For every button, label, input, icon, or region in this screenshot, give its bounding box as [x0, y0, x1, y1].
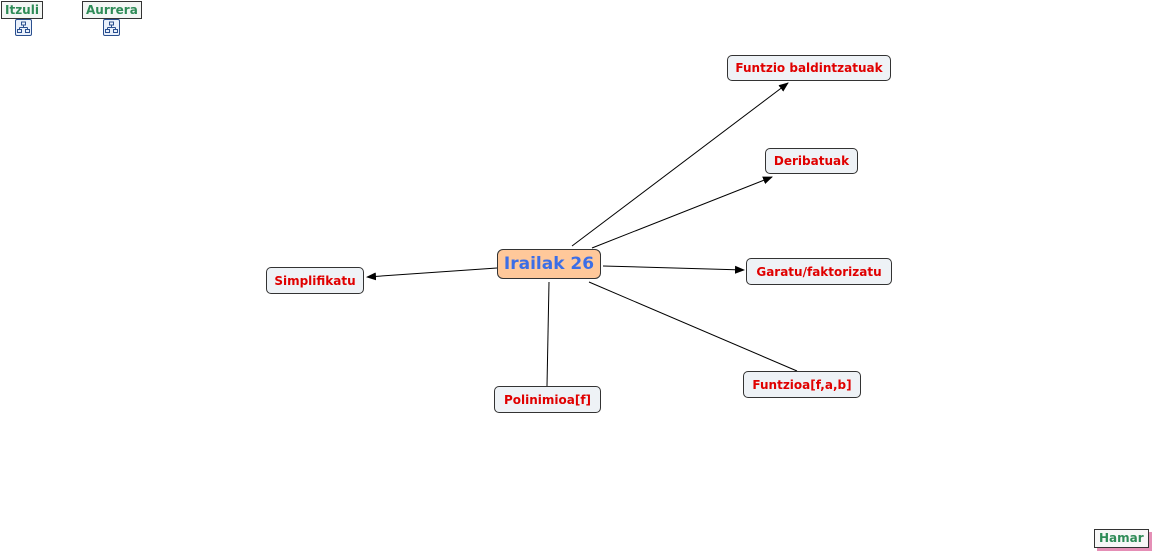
- center-node[interactable]: Irailak 26: [497, 249, 601, 279]
- node-funtzioa[interactable]: Funtzioa[f,a,b]: [743, 371, 861, 398]
- hamar-link[interactable]: Hamar: [1094, 529, 1149, 548]
- back-button[interactable]: Itzuli: [1, 1, 43, 19]
- node-garatu-faktorizatu[interactable]: Garatu/faktorizatu: [746, 258, 892, 285]
- edge-polinimioa: [546, 281, 550, 387]
- node-deribatuak[interactable]: Deribatuak: [765, 148, 858, 174]
- edge-simplifikatu: [366, 267, 498, 281]
- network-map-icon[interactable]: [103, 19, 120, 36]
- edge-deribatuak: [591, 176, 773, 249]
- node-funtzio-baldintzatuak[interactable]: Funtzio baldintzatuak: [727, 55, 891, 81]
- node-simplifikatu[interactable]: Simplifikatu: [266, 267, 364, 294]
- forward-button[interactable]: Aurrera: [82, 1, 142, 19]
- network-map-icon[interactable]: [15, 19, 32, 36]
- edge-garatu: [602, 265, 745, 274]
- edge-funtzio-baldintzatuak: [571, 82, 789, 247]
- node-polinimioa[interactable]: Polinimioa[f]: [494, 386, 601, 413]
- edge-funtzioa: [588, 281, 798, 372]
